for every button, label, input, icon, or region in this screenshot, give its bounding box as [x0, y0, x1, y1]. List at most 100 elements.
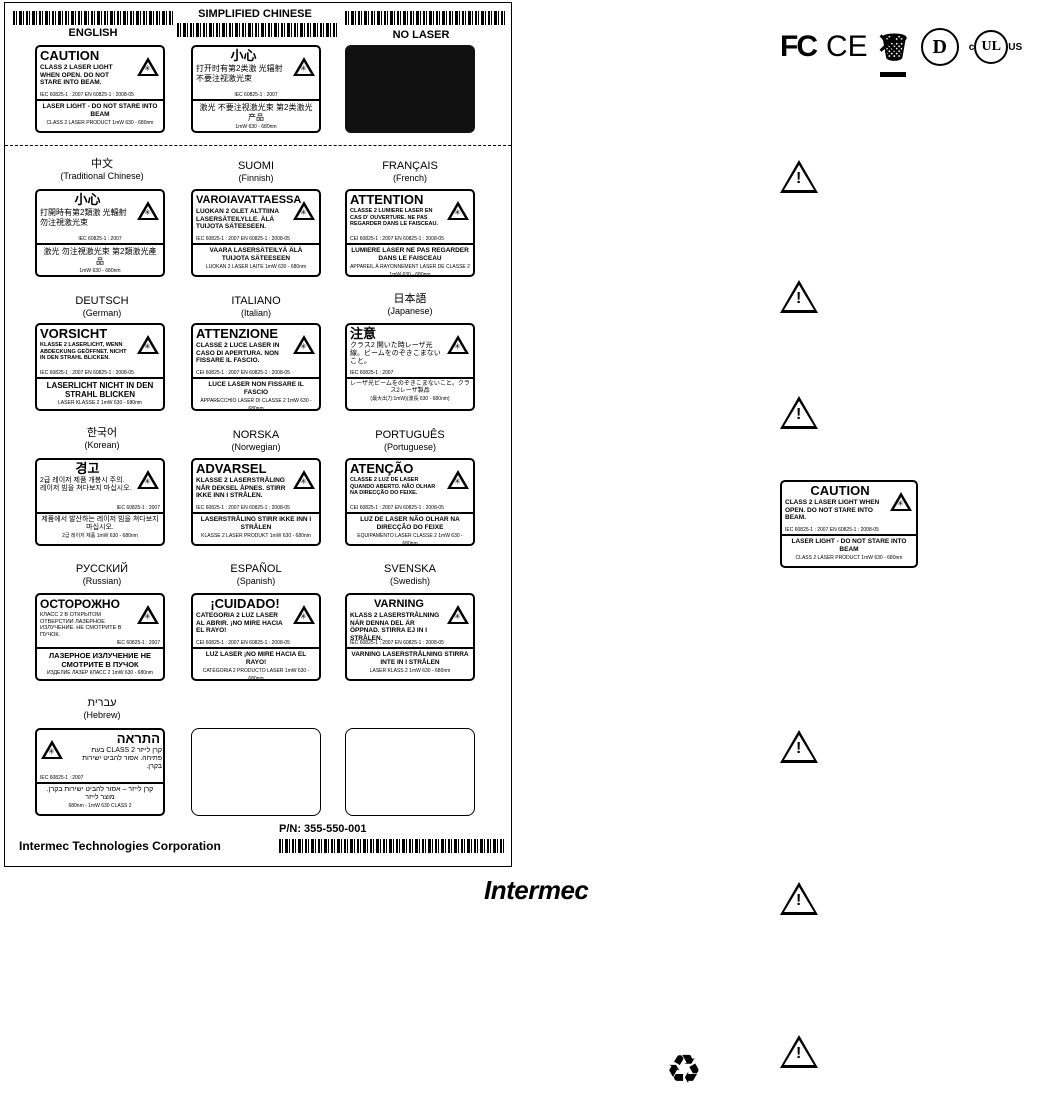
lang-name: NORSKA — [232, 429, 280, 441]
label-standard: IEC 60825-1 : 2007 EN 60825-1 : 2008-05 — [40, 92, 134, 98]
label-standard: IEC 60825-1 : 2007 EN 60825-1 : 2008-05 — [350, 640, 444, 646]
lang-name: SUOMI — [237, 160, 275, 172]
label-japanese: 注意 クラス2 開いた時レーザ光線。ビームをのぞきこまないこと。 IEC 608… — [345, 323, 475, 411]
label-title: 小心 — [230, 48, 257, 63]
label-norwegian: ADVARSEL KLASSE 2 LASERSTRÅLING NÅR DEKS… — [191, 458, 321, 546]
label-body: 2급 레이저 제품 개봉시 주의. 레이저 빔을 쳐다보지 마십시오. — [40, 477, 132, 492]
cul-us-mark: c UL US — [969, 30, 1022, 64]
label-body: 打開時有第2類激 光輻射 勿注視激光束 — [40, 208, 127, 227]
label-warning: 제품에서 발산하는 레이저 빔을 쳐다보지 마십시오. — [41, 516, 159, 531]
laser-icon — [890, 492, 912, 511]
label-body: CLASSE 2 LUCE LASER IN CASO DI APERTURA.… — [196, 342, 280, 364]
label-class: 2급 레이저 제품 1mW 630 - 680nm — [62, 533, 138, 539]
label-class: LASER KLASSE 2 1mW 630 - 680nm — [58, 400, 142, 406]
lang-spanish: ESPAÑOL(Spanish) — [181, 563, 331, 587]
laser-icon — [293, 605, 315, 624]
label-warning: LASER LIGHT - DO NOT STARE INTO BEAM — [42, 103, 158, 118]
lang-sub: (Traditional Chinese) — [60, 171, 144, 181]
warning-triangle-icon: ! — [780, 1035, 818, 1068]
label-title: CAUTION — [40, 48, 100, 63]
label-standard: CEI 60825-1 : 2007 EN 60825-1 : 2008-05 — [350, 236, 444, 242]
label-warning: VARNING LASERSTRÅLNING STIRRA INTE IN I … — [351, 651, 469, 666]
lang-sub: (Japanese) — [387, 306, 433, 316]
ce-mark: CE — [826, 30, 868, 63]
warning-glyph: ! — [796, 290, 802, 307]
label-title: ОСТОРОЖНО — [40, 597, 120, 611]
label-body: KLASS 2 LASERSTRÅLNING NÄR DENNA DEL ÄR … — [350, 612, 440, 642]
intermec-logo: Intermec — [484, 875, 589, 905]
label-class: LUOKAN 2 LASER LAITE 1mW 630 - 680nm — [205, 264, 307, 270]
lang-name: עברית — [87, 697, 117, 709]
recycle-icon: ♻ — [666, 1048, 702, 1092]
label-warning: 激光 勿注視激光束 第2類激光產品 — [43, 247, 157, 266]
label-sheet: ENGLISH SIMPLIFIED CHINESE NO LASER CAUT… — [4, 2, 512, 867]
ul-mark: UL — [974, 30, 1009, 64]
label-german: VORSICHT KLASSE 2 LASERLICHT, WENN ABDEC… — [35, 323, 165, 411]
label-korean: 경고 2급 레이저 제품 개봉시 주의. 레이저 빔을 쳐다보지 마십시오. I… — [35, 458, 165, 546]
label-class: CATEGORIA 2 PRODUCTO LASER 1mW 630 - 680… — [202, 668, 310, 681]
label-class: KLASSE 2 LASER PRODUKT 1mW 630 - 680nm — [201, 533, 311, 539]
label-finnish: VAROIAVATTAESSA LUOKAN 2 OLET ALTTIINA L… — [191, 189, 321, 277]
lang-italian: ITALIANO(Italian) — [181, 295, 331, 319]
label-title: התראה — [116, 731, 160, 746]
lang-traditional-chinese: 中文(Traditional Chinese) — [27, 158, 177, 182]
lang-swedish: SVENSKA(Swedish) — [335, 563, 485, 587]
lang-sub: (Spanish) — [236, 576, 276, 586]
lang-name: РУССКИЙ — [75, 563, 129, 575]
lang-portuguese: PORTUGUÊS(Portuguese) — [335, 429, 485, 453]
label-title: ADVARSEL — [196, 461, 267, 476]
label-body: קרן לייזר CLASS 2 בעת פתיחה. אסור להביט … — [82, 747, 162, 770]
label-body: LUOKAN 2 OLET ALTTIINA LASERSÄTEILYLLE. … — [196, 208, 279, 230]
caution-label: CAUTION CLASS 2 LASER LIGHT WHEN OPEN. D… — [780, 480, 918, 568]
label-standard: IEC 60825-1 : 2007 — [78, 236, 122, 242]
lang-sub: (Swedish) — [389, 576, 430, 586]
label-body: CLASSE 2 LUZ DE LASER QUANDO ABERTO. NÃO… — [350, 477, 436, 496]
label-title: ATTENTION — [350, 192, 424, 207]
barcode-chinese — [177, 23, 337, 37]
label-body: CATEGORIA 2 LUZ LASER AL ABRIR. ¡NO MIRE… — [196, 612, 283, 634]
barcode-nolaser — [345, 11, 505, 25]
label-body: CLASS 2 LASER LIGHT WHEN OPEN. DO NOT ST… — [785, 499, 880, 521]
label-body: КЛАСС 2 В ОТКРЫТОМ ОТВЕРСТИИ ЛАЗЕРНОЕ ИЗ… — [40, 612, 122, 638]
barcode-part-number — [279, 839, 505, 853]
lang-name: ESPAÑOL — [230, 563, 282, 575]
label-class: 680nm - 1mW 630 CLASS 2 — [68, 803, 132, 809]
barcode-english — [13, 11, 173, 25]
laser-icon — [293, 201, 315, 220]
fcc-mark: FC — [780, 30, 818, 63]
certification-marks: FC CE 🗑✕ D c UL US — [780, 28, 1022, 77]
lang-name: PORTUGUÊS — [375, 429, 445, 441]
lang-name: FRANÇAIS — [382, 160, 438, 172]
cul-c: c — [968, 41, 975, 53]
label-class: ИЗДЕЛИЕ ЛАЗЕР КЛАСС 2 1mW 630 - 680nm — [47, 670, 153, 676]
label-class: LASER KLASS 2 1mW 630 - 680nm — [369, 668, 451, 674]
label-standard: CEI 60825-1 : 2007 EN 60825-1 : 2008-05 — [196, 370, 290, 376]
label-standard: CEI 60825-1 : 2007 EN 60825-1 : 2008-05 — [350, 505, 444, 511]
label-standard: CEI 60825-1 : 2007 EN 60825-1 : 2008-05 — [196, 640, 290, 646]
lang-finnish: SUOMI(Finnish) — [181, 160, 331, 184]
lang-sub: (French) — [392, 173, 427, 183]
lang-name: 日本語 — [393, 293, 427, 305]
label-title: CAUTION — [810, 483, 870, 498]
warning-triangle-icon: ! — [780, 280, 818, 313]
lang-sub: (Norwegian) — [231, 442, 281, 452]
label-swedish: VARNING KLASS 2 LASERSTRÅLNING NÄR DENNA… — [345, 593, 475, 681]
lang-name: DEUTSCH — [75, 295, 129, 307]
label-title: ATENÇÃO — [350, 461, 414, 476]
laser-icon — [447, 335, 469, 354]
warning-triangle-icon: ! — [780, 730, 818, 763]
cut-line — [5, 145, 511, 146]
laser-icon — [447, 605, 469, 624]
blank-label — [345, 728, 475, 816]
lang-sub: (Finnish) — [238, 173, 274, 183]
lang-japanese: 日本語(Japanese) — [335, 293, 485, 317]
header-english: ENGLISH — [68, 27, 118, 39]
warning-triangle-icon: ! — [780, 160, 818, 193]
label-title: 경고 — [75, 461, 100, 476]
lang-name: 中文 — [91, 158, 113, 170]
lang-sub: (Hebrew) — [83, 710, 121, 720]
label-warning: LUCE LASER NON FISSARE IL FASCIO — [208, 381, 304, 396]
d-mark: D — [920, 28, 959, 66]
label-warning: LASERSTRÅLING STIRR IKKE INN I STRÅLEN — [200, 516, 312, 531]
cul-us: US — [1008, 41, 1023, 53]
